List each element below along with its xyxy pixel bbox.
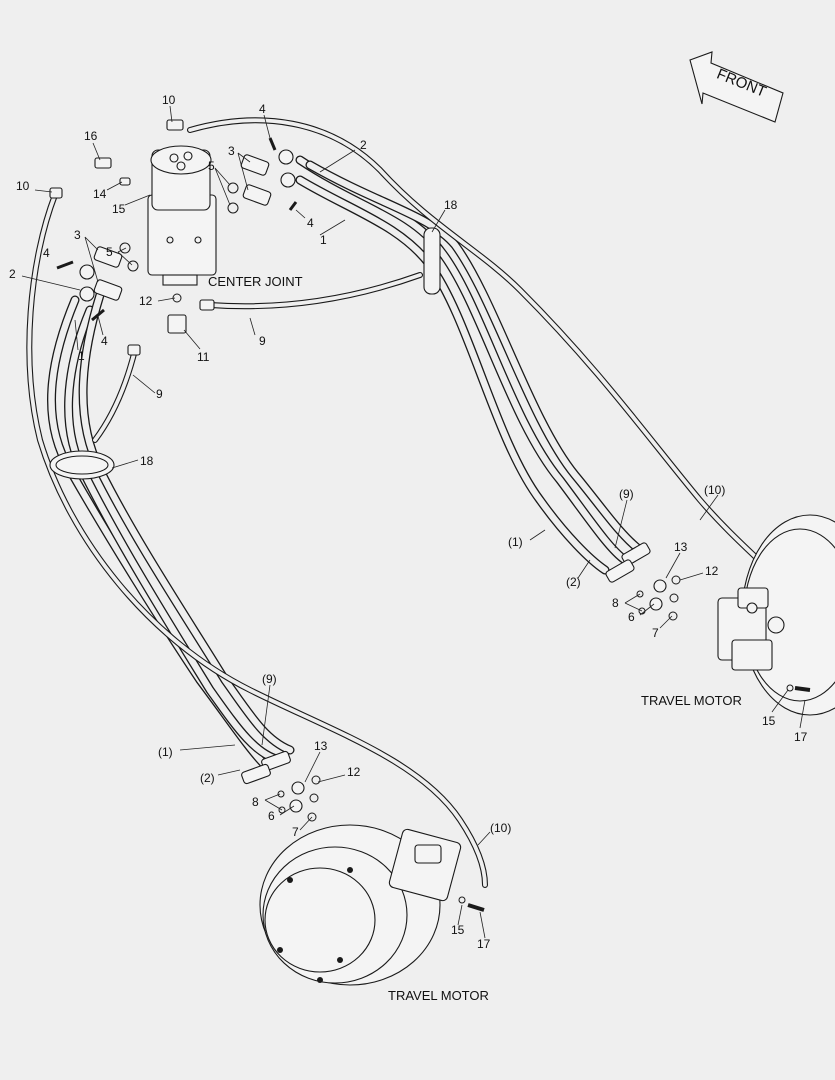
- callout-9-ref: (9): [262, 672, 277, 686]
- callout-8: 8: [612, 596, 619, 610]
- callout-17: 17: [477, 937, 491, 951]
- callout-15: 15: [762, 714, 776, 728]
- callout-9: 9: [156, 387, 163, 401]
- callout-18: 18: [444, 198, 458, 212]
- callout-9: 9: [259, 334, 266, 348]
- callout-12: 12: [347, 765, 361, 779]
- callout-2-ref: (2): [566, 575, 581, 589]
- callout-4: 4: [101, 334, 108, 348]
- callout-2: 2: [360, 138, 367, 152]
- callout-18: 18: [140, 454, 154, 468]
- callout-1: 1: [78, 349, 85, 363]
- callout-10: 10: [16, 179, 30, 193]
- callout-5: 5: [208, 159, 215, 173]
- callout-13: 13: [674, 540, 688, 554]
- callout-5: 5: [106, 245, 113, 259]
- callout-3: 3: [228, 144, 235, 158]
- callout-1: 1: [320, 233, 327, 247]
- callout-7: 7: [652, 626, 659, 640]
- callout-2-ref: (2): [200, 771, 215, 785]
- callout-4: 4: [307, 216, 314, 230]
- callout-10-ref: (10): [704, 483, 725, 497]
- callout-numbers: 10 4 16 10 14 15 3 5 2 18 4 1 3 5 4 2 12…: [9, 93, 808, 951]
- callout-9-ref: (9): [619, 487, 634, 501]
- callout-6: 6: [628, 610, 635, 624]
- callout-6: 6: [268, 809, 275, 823]
- callout-1-ref: (1): [158, 745, 173, 759]
- callout-2: 2: [9, 267, 16, 281]
- leader-lines: [21, 105, 806, 939]
- callout-10-ref: (10): [490, 821, 511, 835]
- front-arrow: FRONT: [689, 51, 784, 123]
- callout-8: 8: [252, 795, 259, 809]
- callout-10: 10: [162, 93, 176, 107]
- hose-bundle-right: [187, 117, 793, 593]
- callout-15: 15: [112, 202, 126, 216]
- label-travel-motor-right: TRAVEL MOTOR: [641, 693, 742, 708]
- callout-1-ref: (1): [508, 535, 523, 549]
- callout-16: 16: [84, 129, 98, 143]
- callout-4: 4: [43, 246, 50, 260]
- callout-14: 14: [93, 187, 107, 201]
- callout-3: 3: [74, 228, 81, 242]
- label-center-joint: CENTER JOINT: [208, 274, 303, 289]
- callout-12: 12: [139, 294, 153, 308]
- callout-13: 13: [314, 739, 328, 753]
- callout-17: 17: [794, 730, 808, 744]
- hose-bundle-left: [26, 192, 488, 888]
- callout-11: 11: [197, 350, 210, 364]
- callout-12: 12: [705, 564, 719, 578]
- component-labels: CENTER JOINT TRAVEL MOTOR TRAVEL MOTOR: [208, 274, 742, 1003]
- travel-motor-left: [241, 750, 485, 986]
- callout-4: 4: [259, 102, 266, 116]
- center-joint: [49, 119, 298, 356]
- travel-motor-right: [605, 514, 835, 716]
- callout-15: 15: [451, 923, 465, 937]
- callout-7: 7: [292, 825, 299, 839]
- label-travel-motor-left: TRAVEL MOTOR: [388, 988, 489, 1003]
